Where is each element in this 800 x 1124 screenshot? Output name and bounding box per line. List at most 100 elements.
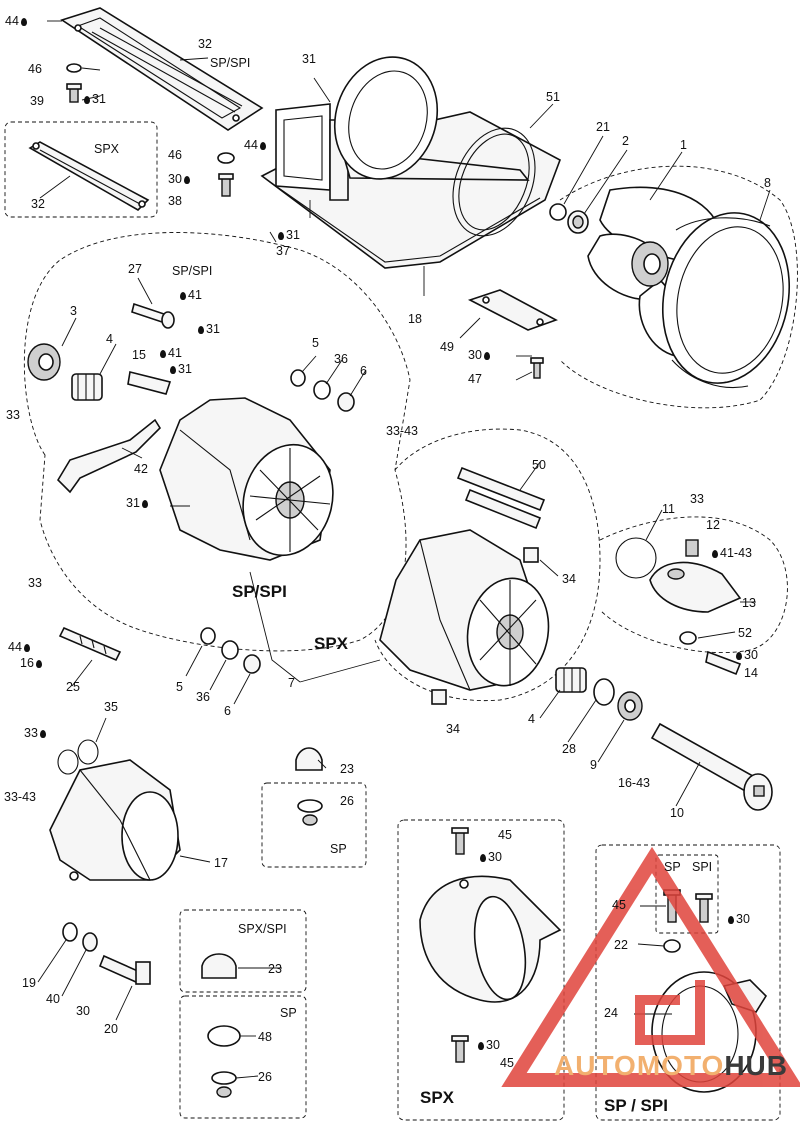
screw-45c: [451, 1035, 469, 1063]
label-13: 13: [742, 596, 756, 610]
bracket-42: [56, 418, 162, 494]
bolt-14: [705, 650, 742, 676]
label-sp-c: SP: [280, 1006, 297, 1020]
watermark-text: AUTOMOTOHUB: [554, 1050, 788, 1082]
washer-46b: [217, 152, 235, 164]
seal-3: [27, 343, 61, 381]
label-4-b: 4: [528, 712, 535, 726]
label-sp-a: SP: [330, 842, 347, 856]
label-41-43: 41-43: [710, 546, 752, 560]
washer-26b: [211, 1071, 237, 1085]
impeller-group-outline: [559, 165, 798, 409]
label-52: 52: [738, 626, 752, 640]
label-9: 9: [590, 758, 597, 772]
label-17: 17: [214, 856, 228, 870]
label-5-a: 5: [312, 336, 319, 350]
spx-ride-plate-box: [4, 121, 158, 218]
label-34-b: 34: [446, 722, 460, 736]
bolt-20: [98, 954, 151, 985]
sp-plug-box-2: [179, 995, 307, 1119]
plug-23b: [201, 953, 237, 979]
label-49: 49: [440, 340, 454, 354]
steering-nozzle-spx: [419, 875, 562, 1003]
pump-housing-spx: [379, 529, 550, 691]
label-47: 47: [468, 372, 482, 386]
label-5-b: 5: [176, 680, 183, 694]
watermark-text-part2: HUB: [724, 1050, 788, 1081]
washer-5a: [290, 369, 306, 387]
label-46: 46: [28, 62, 42, 76]
label-16-43: 16-43: [618, 776, 650, 790]
label-31-e: 31: [168, 362, 192, 376]
label-sp-b: SP: [664, 860, 681, 874]
label-33-b: 33: [690, 492, 704, 506]
label-26-b: 26: [258, 1070, 272, 1084]
nut-6b: [243, 654, 261, 674]
label-30-c: 30: [734, 648, 758, 662]
bushing-2: [567, 210, 589, 234]
label-15: 15: [132, 348, 146, 362]
label-41-b: 41: [158, 346, 182, 360]
label-36-a: 36: [334, 352, 348, 366]
label-32-top: 32: [198, 37, 212, 51]
label-16: 16: [20, 656, 44, 670]
label-spi-b: SPI: [692, 860, 713, 874]
screw-47: [530, 357, 544, 379]
nozzle-group-outline: [599, 516, 788, 654]
label-31-a: 31: [82, 92, 106, 106]
stud-25: [58, 626, 122, 662]
o-ring-11: [615, 537, 657, 579]
label-11: 11: [662, 502, 675, 516]
label-45-a: 45: [498, 828, 512, 842]
label-33-43-b: 33-43: [4, 790, 36, 804]
venturi-17: [49, 759, 181, 881]
label-33-43-a: 33-43: [386, 424, 418, 438]
spring-12: [685, 539, 699, 557]
washer-5b: [200, 627, 216, 645]
ride-plate-32-spx: [28, 141, 150, 211]
label-45-c: 45: [500, 1056, 514, 1070]
label-20: 20: [104, 1022, 118, 1036]
pin-27: [131, 302, 175, 329]
pump-housing-sp-spi: [159, 397, 334, 561]
seal-28: [593, 678, 615, 706]
screw-38: [218, 173, 234, 197]
label-30-b: 30: [468, 348, 492, 362]
label-34-a: 34: [562, 572, 576, 586]
label-44-b: 44: [244, 138, 268, 152]
impeller-1: [587, 186, 722, 357]
label-6-b: 6: [224, 704, 231, 718]
label-45-b: 45: [612, 898, 626, 912]
screw-39: [66, 83, 82, 103]
label-46-b: 46: [168, 148, 182, 162]
o-ring-35b: [77, 739, 99, 765]
label-30-a: 30: [168, 172, 192, 186]
leader-lines: [37, 20, 771, 1079]
label-18: 18: [408, 312, 422, 326]
watermark-text-part1: AUTOMOTO: [554, 1050, 725, 1081]
label-4-a: 4: [106, 332, 113, 346]
label-31-f: 31: [126, 496, 150, 510]
label-27: 27: [128, 262, 142, 276]
bearing-4a: [71, 373, 103, 401]
washer-46: [66, 63, 82, 73]
shaft-10: [650, 722, 773, 811]
group-heading-spx: SPX: [314, 634, 349, 653]
washer-52: [679, 631, 697, 645]
label-30-d: 30: [478, 850, 502, 864]
washer-48: [207, 1025, 241, 1047]
label-12: 12: [706, 518, 720, 532]
spx-nozzle-box: [397, 819, 565, 1121]
label-24: 24: [604, 1006, 618, 1020]
label-39: 39: [30, 94, 44, 108]
label-10: 10: [670, 806, 684, 820]
label-6-a: 6: [360, 364, 367, 378]
bearing-4b: [555, 667, 587, 693]
block-34a: [523, 547, 539, 563]
sp-spi-nozzle-box: [595, 844, 781, 1121]
o-ring-35a: [57, 749, 79, 775]
label-19: 19: [22, 976, 36, 990]
label-40: 40: [46, 992, 60, 1006]
group-heading-spx-bottom: SPX: [420, 1088, 455, 1107]
label-25: 25: [66, 680, 80, 694]
